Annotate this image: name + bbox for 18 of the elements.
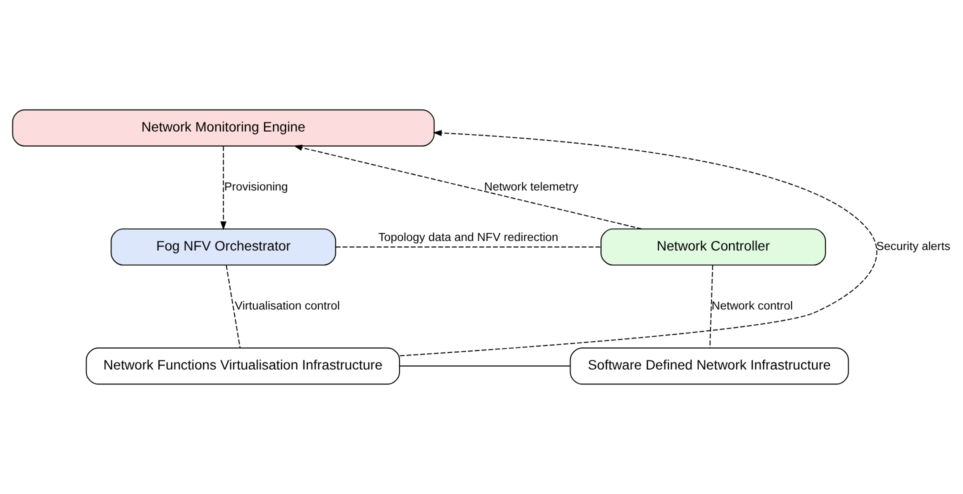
connector bbox=[226, 264, 241, 348]
arrow bbox=[220, 146, 226, 230]
connector bbox=[709, 264, 714, 348]
node-box: Network Controller bbox=[600, 228, 826, 266]
edge-label: Network telemetry bbox=[484, 180, 578, 194]
arrow bbox=[293, 144, 642, 230]
edge-label: Network control bbox=[712, 300, 793, 313]
node-box: Network Functions Virtualisation Infrastructure bbox=[86, 348, 400, 385]
edge-label: Provisioning bbox=[224, 180, 288, 194]
connector bbox=[335, 246, 602, 248]
node-box: Fog NFV Orchestrator bbox=[110, 228, 336, 266]
node-box: Software Defined Network Infrastructure bbox=[570, 348, 849, 385]
connector bbox=[399, 366, 571, 367]
edge-label: Virtualisation control bbox=[234, 300, 340, 313]
node-box: Network Monitoring Engine bbox=[12, 109, 435, 146]
edge-label: Topology data and NFV redirection bbox=[378, 230, 558, 244]
arrow bbox=[399, 130, 878, 356]
edge-label: Security alerts bbox=[876, 240, 950, 254]
